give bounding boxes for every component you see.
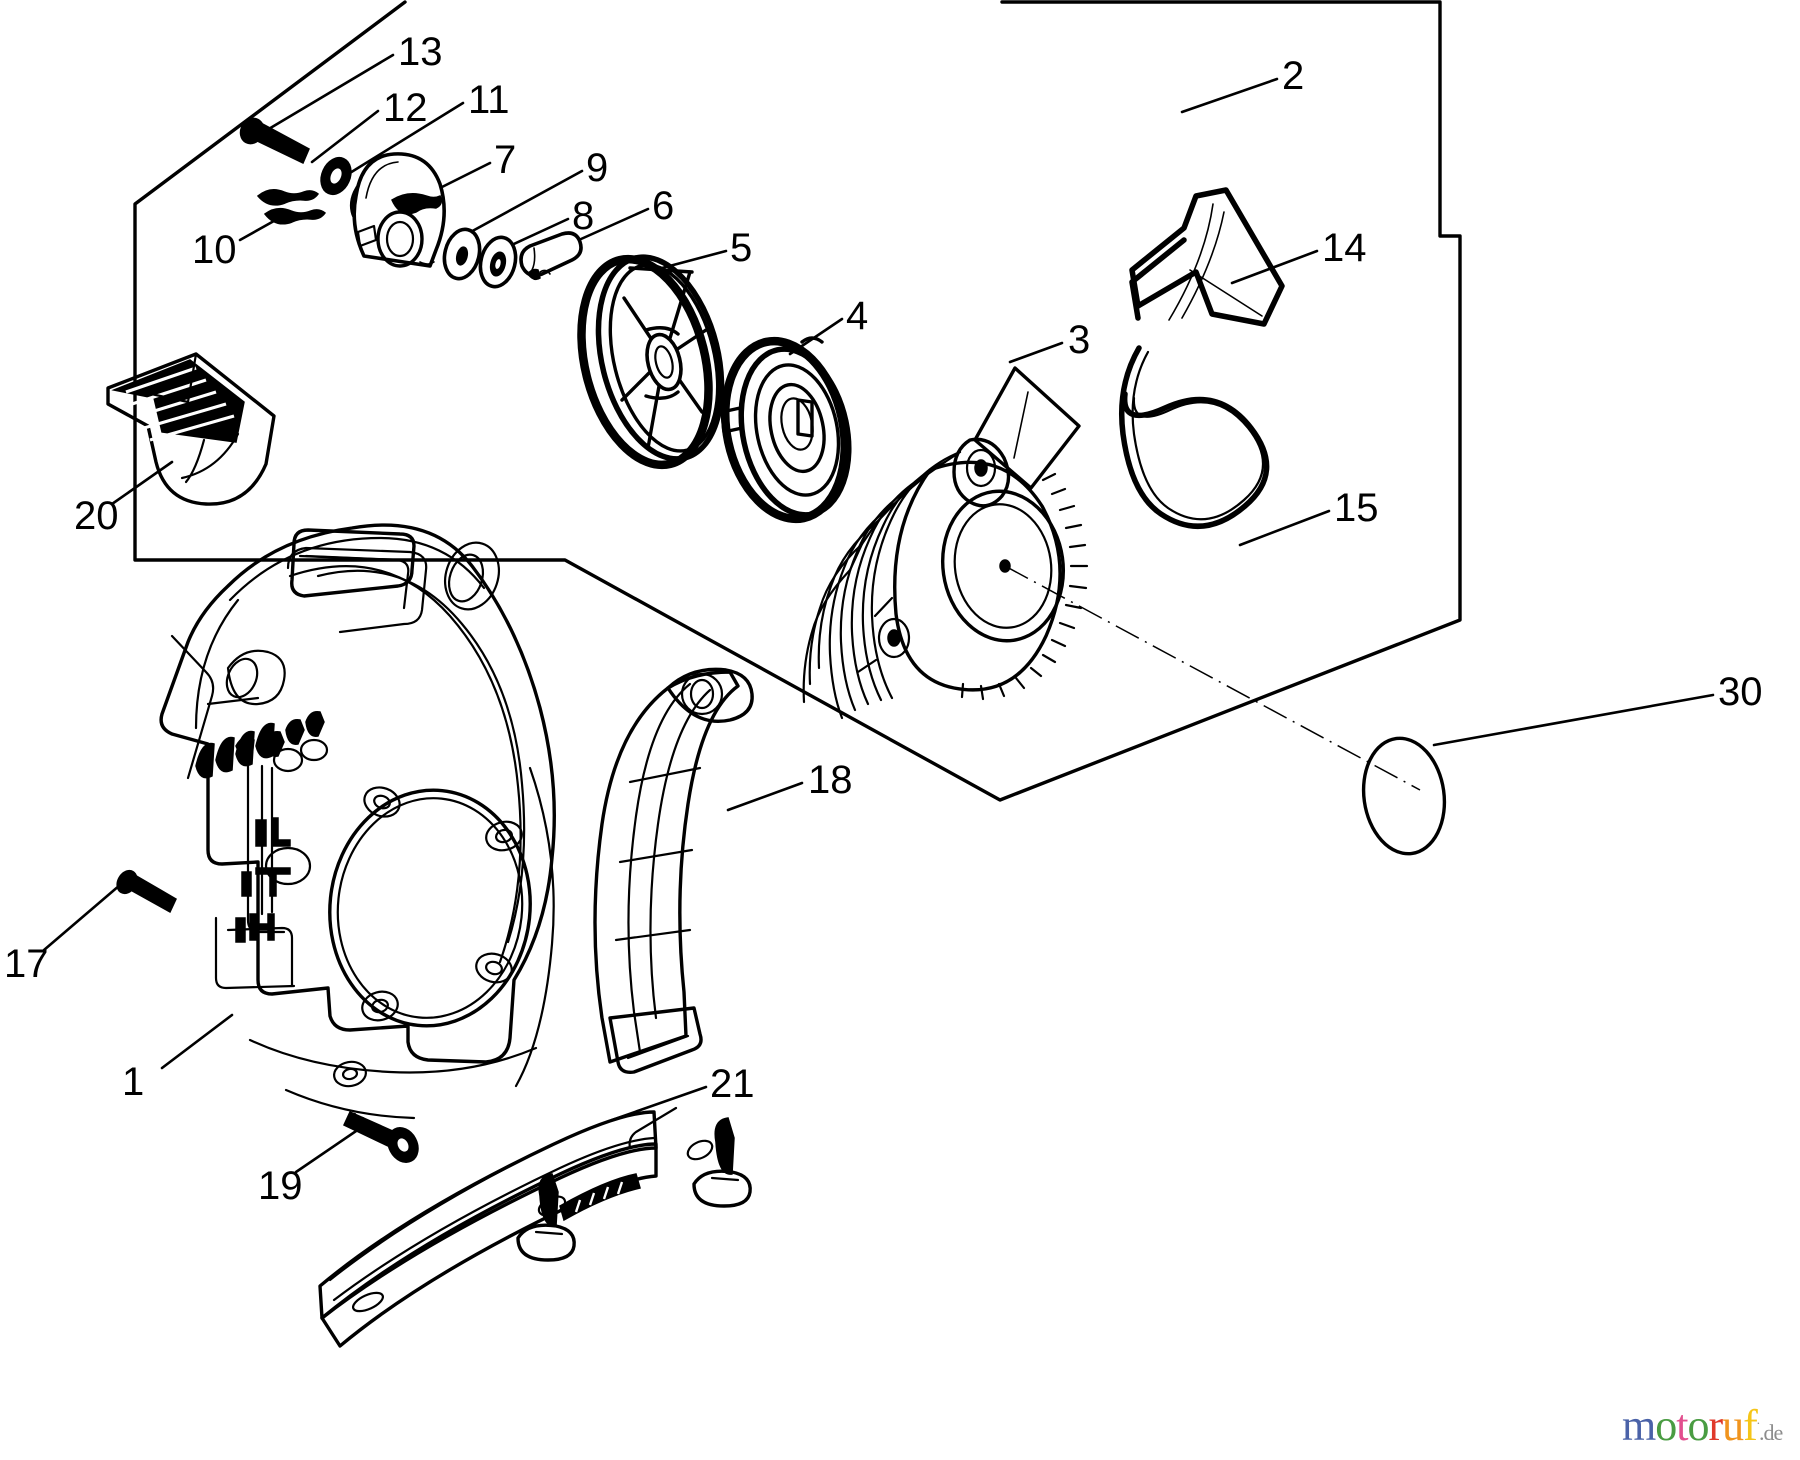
callout-label-2: 2	[1282, 54, 1305, 98]
part-10-pawl-springs	[256, 189, 327, 225]
part-13-screw	[239, 117, 310, 165]
part-30-gasket	[1361, 736, 1447, 856]
part-6-rope-insert	[519, 231, 583, 281]
part-5-starter-pulley	[577, 254, 725, 470]
wm-letter-f: f	[1743, 1401, 1758, 1450]
part-3-flywheel	[802, 366, 1089, 720]
part-9-washer	[442, 227, 482, 281]
part-8-washer	[478, 235, 518, 289]
callout-label-15: 15	[1334, 486, 1379, 530]
callout-label-12: 12	[383, 86, 428, 130]
callout-label-19: 19	[258, 1164, 303, 1208]
wm-letter-t: t	[1676, 1401, 1688, 1450]
part-19-screw	[343, 1111, 419, 1163]
callout-label-17: 17	[4, 942, 49, 986]
part-12-washer	[320, 156, 352, 196]
wm-letter-u: u	[1722, 1401, 1744, 1450]
callout-label-9: 9	[586, 146, 609, 190]
part-4-recoil-spring	[720, 336, 852, 524]
part-17-screw	[116, 869, 177, 914]
callout-label-8: 8	[572, 194, 595, 238]
callout-label-18: 18	[808, 758, 853, 802]
callout-label-20: 20	[74, 494, 119, 538]
callout-label-3: 3	[1068, 318, 1091, 362]
callout-label-10: 10	[192, 228, 237, 272]
vent-slots	[195, 722, 275, 779]
wm-letter-r: r	[1708, 1401, 1723, 1450]
callout-label-4: 4	[846, 294, 869, 338]
part-14-starter-grip	[1129, 187, 1285, 327]
callout-label-13: 13	[398, 30, 443, 74]
wm-tld: .de	[1759, 1420, 1783, 1445]
callout-label-11: 11	[468, 78, 510, 122]
part-18-handle-grip	[593, 667, 754, 1074]
wm-superscript-dot: .	[1756, 1412, 1760, 1428]
wm-letter-m: m	[1622, 1401, 1656, 1450]
wm-letter-o2: o	[1687, 1401, 1709, 1450]
callout-label-30: 30	[1718, 670, 1763, 714]
callout-label-5: 5	[730, 226, 753, 270]
part-1-fan-housing	[159, 523, 556, 1120]
wm-letter-o1: o	[1655, 1401, 1677, 1450]
part-21-bottom-trim-plate	[318, 1106, 752, 1348]
callout-label-14: 14	[1322, 226, 1367, 270]
callout-label-7: 7	[494, 138, 517, 182]
callout-label-21: 21	[710, 1062, 755, 1106]
part-20-filter-clip	[106, 352, 276, 506]
part-7-pawl-carrier-plate	[352, 152, 446, 268]
center-axis-line	[1004, 565, 1421, 791]
callout-label-1: 1	[122, 1060, 145, 1104]
part-15-starter-rope	[1118, 345, 1270, 529]
motoruf-watermark: motoruf..de	[1622, 1401, 1783, 1450]
callout-label-6: 6	[652, 184, 675, 228]
